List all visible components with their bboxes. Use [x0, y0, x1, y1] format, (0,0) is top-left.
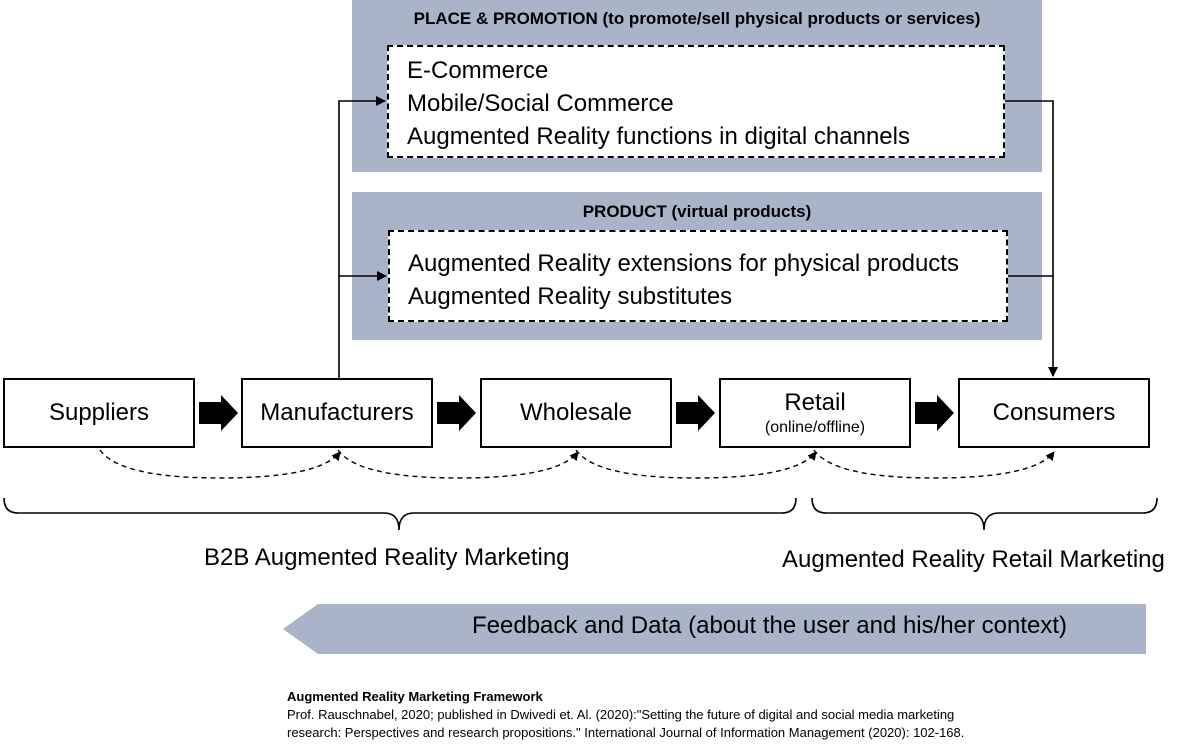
connector-to-place: [338, 96, 386, 378]
block-arrow-2: [437, 395, 476, 431]
bracket-retail: [811, 497, 1158, 531]
dashed-arcs: [99, 449, 1055, 479]
bracket-b2b: [3, 497, 797, 531]
consumer-connectors: [1005, 100, 1058, 377]
node-retail-sub: (online/offline): [764, 419, 866, 436]
node-wholesale: Wholesale: [480, 378, 672, 448]
node-wholesale-label: Wholesale: [519, 399, 633, 426]
block-arrow-3: [676, 395, 715, 431]
place-promotion-box: E-Commerce Mobile/Social Commerce Augmen…: [387, 45, 1005, 158]
product-item-extensions: Augmented Reality extensions for physica…: [408, 250, 959, 277]
node-retail-label: Retail: [784, 389, 846, 416]
block-arrow-4: [915, 395, 954, 431]
arc-wholesale-retail: [575, 449, 817, 479]
node-consumers: Consumers: [958, 378, 1150, 448]
product-item-substitutes: Augmented Reality substitutes: [408, 283, 733, 310]
chain-block-arrows: [199, 395, 954, 431]
bracket-label-b2b: B2B Augmented Reality Marketing: [204, 544, 570, 571]
manufacturer-connectors: [338, 96, 387, 378]
place-promotion-title: PLACE & PROMOTION (to promote/sell physi…: [413, 9, 981, 28]
arc-manufacturers-wholesale: [337, 449, 579, 479]
node-suppliers: Suppliers: [3, 378, 195, 448]
arc-retail-consumers: [813, 449, 1055, 479]
citation-line-2: research: Perspectives and research prop…: [287, 725, 965, 740]
connector-from-place: [1005, 100, 1058, 377]
arc-suppliers-manufacturers: [99, 449, 341, 479]
citation-title: Augmented Reality Marketing Framework: [287, 689, 543, 704]
product-title: PRODUCT (virtual products): [582, 202, 812, 221]
node-manufacturers: Manufacturers: [241, 378, 433, 448]
feedback-arrow: [283, 604, 1146, 654]
brackets: [3, 497, 1158, 531]
product-box: Augmented Reality extensions for physica…: [388, 230, 1008, 322]
node-retail: Retail (online/offline): [719, 378, 911, 448]
node-suppliers-label: Suppliers: [48, 399, 150, 426]
feedback-text: Feedback and Data (about the user and hi…: [472, 612, 1068, 639]
node-consumers-label: Consumers: [992, 399, 1116, 426]
node-manufacturers-label: Manufacturers: [260, 399, 414, 426]
block-arrow-1: [199, 395, 238, 431]
citation-line-1: Prof. Rauschnabel, 2020; published in Dw…: [287, 707, 955, 722]
bracket-label-retail: Augmented Reality Retail Marketing: [782, 546, 1165, 573]
place-item-ar-functions: Augmented Reality functions in digital c…: [407, 123, 910, 150]
place-item-mobile-social: Mobile/Social Commerce: [407, 90, 674, 117]
place-item-ecommerce: E-Commerce: [407, 57, 549, 84]
citation: Augmented Reality Marketing Framework Pr…: [287, 688, 964, 742]
